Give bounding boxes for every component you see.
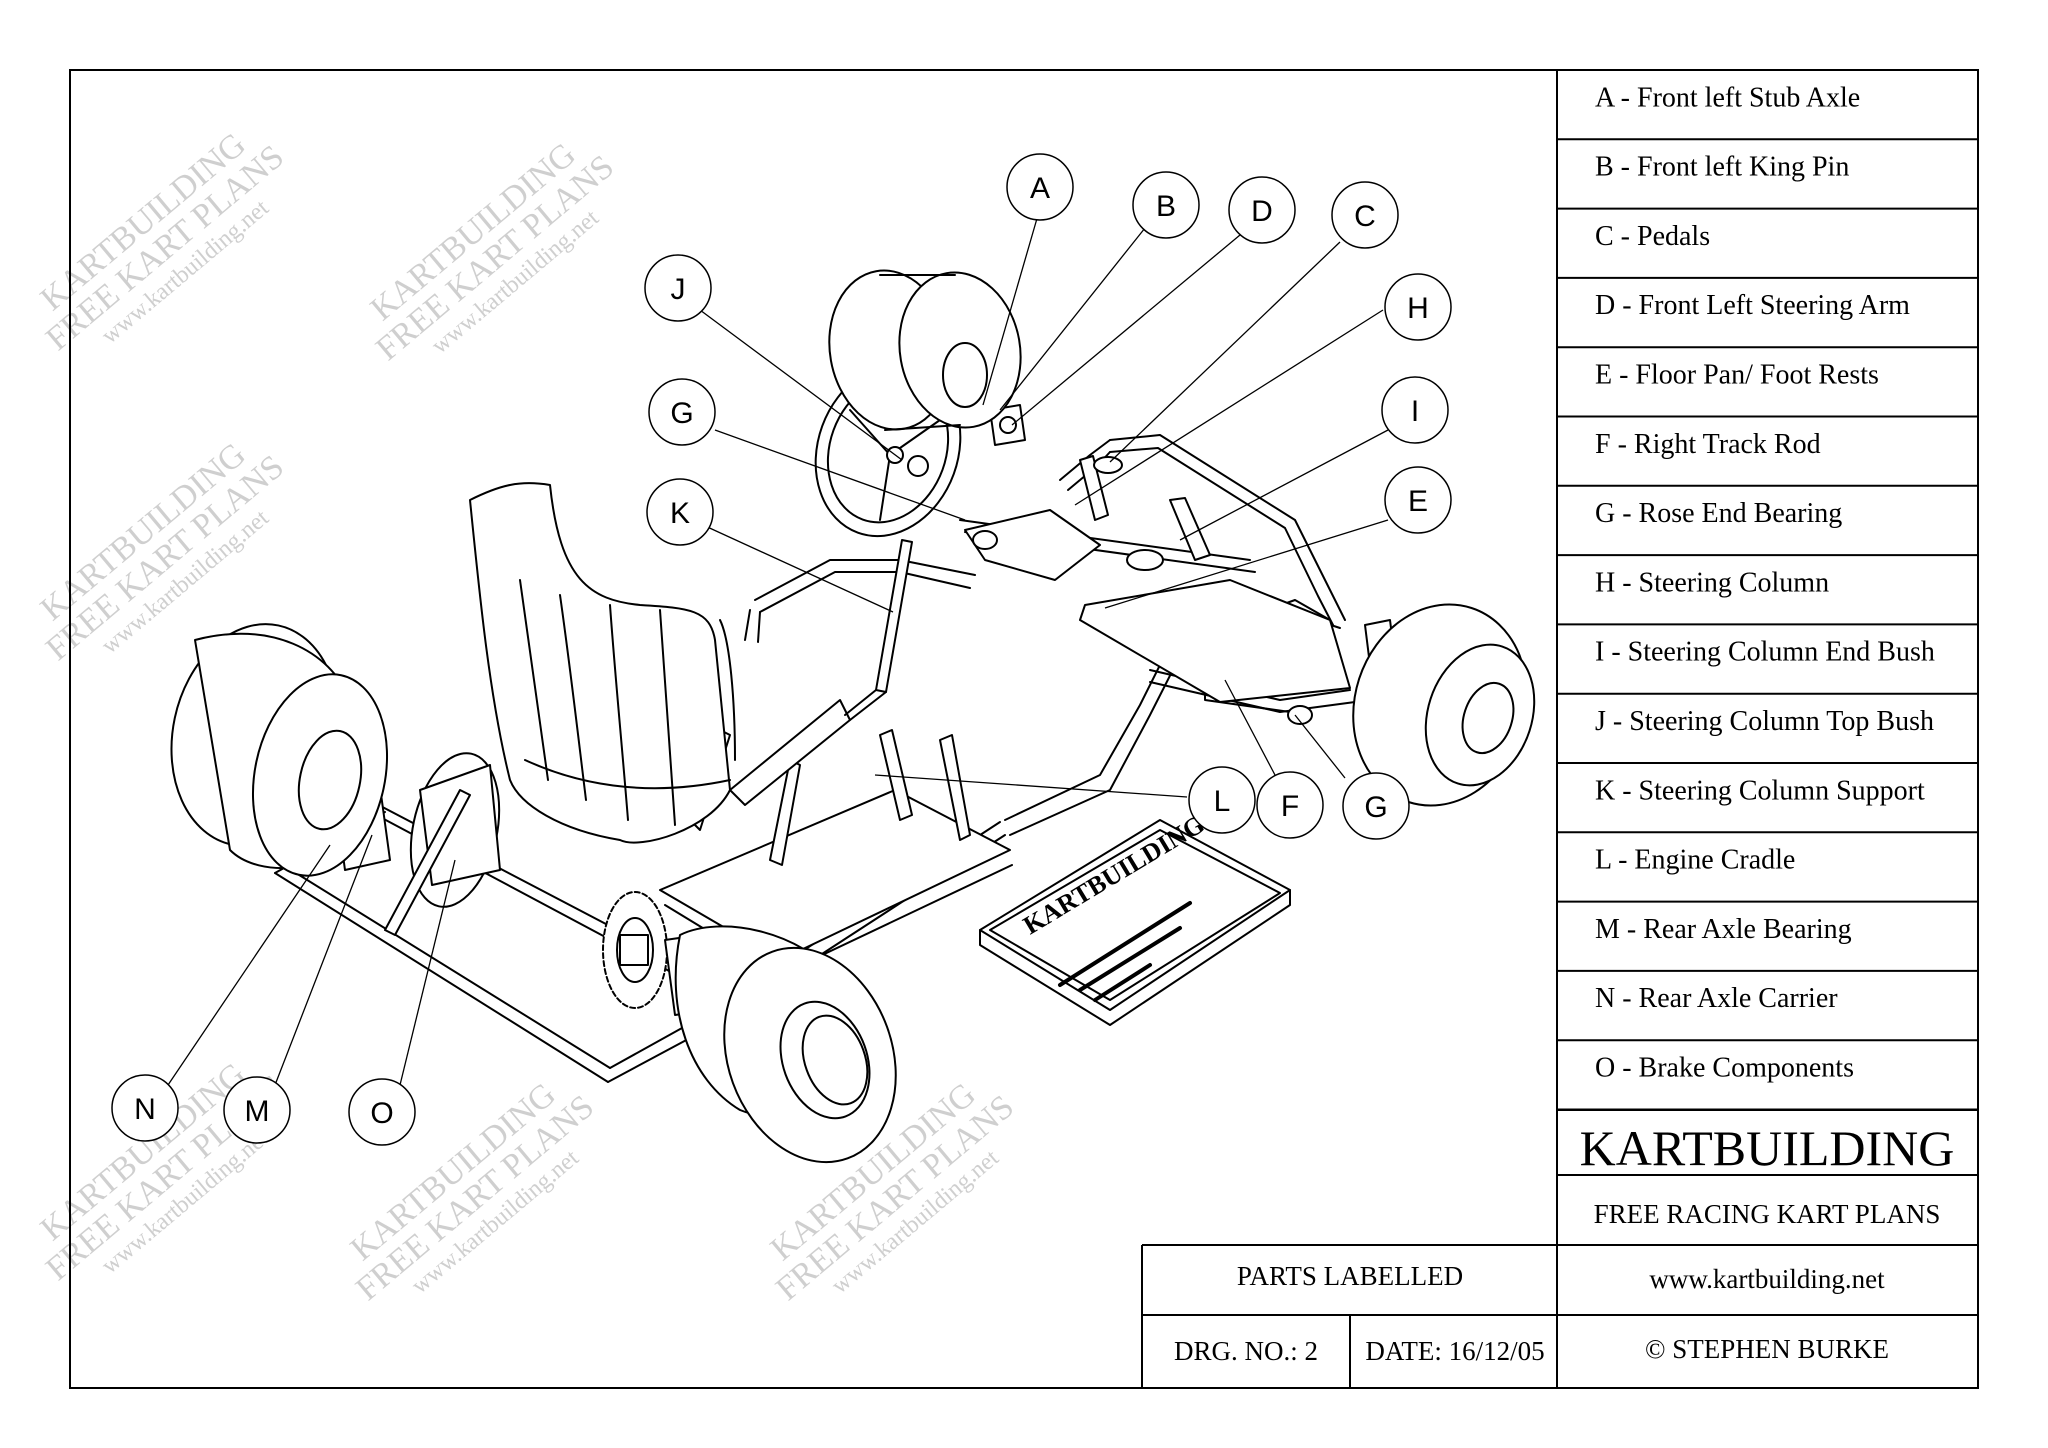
callout-d: D — [1228, 176, 1296, 244]
callout-circle — [1228, 176, 1296, 244]
callout-label: F — [1281, 790, 1299, 823]
callout-h: H — [1384, 273, 1452, 341]
callout-label: M — [245, 1095, 270, 1128]
rear-sprocket — [602, 891, 668, 1009]
callout-label: J — [671, 273, 686, 306]
callout-circle — [1188, 766, 1256, 834]
legend-item: H - Steering Column — [1595, 567, 1829, 598]
callout-circle — [1256, 771, 1324, 839]
callout-c: C — [1331, 181, 1399, 249]
legend-item: I - Steering Column End Bush — [1595, 637, 1935, 668]
drawing-title: PARTS LABELLED — [1237, 1261, 1463, 1291]
front-left-wheel — [828, 269, 1022, 431]
parts-legend: A - Front left Stub Axle B - Front left K… — [1556, 70, 1978, 1111]
callout-label: B — [1156, 190, 1176, 223]
callout-circle — [111, 1074, 179, 1142]
legend-item: O - Brake Components — [1595, 1053, 1854, 1084]
floor-pan — [1079, 579, 1351, 703]
callout-n: N — [111, 1074, 179, 1142]
drawing-date: DATE: 16/12/05 — [1365, 1336, 1544, 1366]
callout-b: B — [1132, 171, 1200, 239]
callouts: A B D C J H G I K E L F G N M O — [111, 153, 1452, 1146]
callout-circle — [644, 254, 712, 322]
callout-label: N — [134, 1093, 156, 1126]
pedals — [1079, 455, 1211, 571]
rear-right-wheel — [674, 925, 897, 1164]
legend-item: D - Front Left Steering Arm — [1595, 290, 1910, 321]
callout-circle — [1384, 273, 1452, 341]
callout-circle — [1132, 171, 1200, 239]
company-name: KARTBUILDING — [1580, 1120, 1955, 1176]
legend-item: K - Steering Column Support — [1595, 775, 1925, 806]
callout-label: D — [1251, 195, 1273, 228]
brake-disc — [384, 752, 501, 936]
title-block — [1141, 1109, 1978, 1388]
legend-item: A - Front left Stub Axle — [1595, 82, 1860, 113]
legend-item: F - Right Track Rod — [1595, 429, 1821, 460]
legend-item: M - Rear Axle Bearing — [1595, 914, 1852, 945]
callout-label: G — [1364, 791, 1387, 824]
rear-left-wheel — [170, 623, 389, 877]
legend-item: L - Engine Cradle — [1595, 845, 1795, 876]
floor-pan-front — [964, 509, 1101, 581]
legend-item: C - Pedals — [1595, 221, 1710, 252]
callout-label: H — [1407, 292, 1429, 325]
callout-g: G — [648, 378, 716, 446]
drawing-number: DRG. NO.: 2 — [1174, 1336, 1318, 1366]
callout-label: I — [1411, 395, 1419, 428]
callout-i: I — [1381, 376, 1449, 444]
seat — [469, 482, 851, 844]
callout-e: E — [1384, 466, 1452, 534]
callout-circle — [1384, 466, 1452, 534]
legend-item: J - Steering Column Top Bush — [1595, 706, 1934, 737]
watermark-text: FREE KART PLANS — [369, 148, 621, 368]
callout-label: C — [1354, 200, 1376, 233]
callout-f: F — [1256, 771, 1324, 839]
callout-circle — [648, 378, 716, 446]
callout-j: J — [644, 254, 712, 322]
callout-circle — [1342, 772, 1410, 840]
callout-label: L — [1214, 785, 1231, 818]
copyright: © STEPHEN BURKE — [1645, 1334, 1889, 1364]
watermark-text: FREE KART PLANS — [39, 138, 291, 358]
legend-item: N - Rear Axle Carrier — [1595, 983, 1838, 1014]
company-subtitle: FREE RACING KART PLANS — [1594, 1199, 1941, 1229]
website: www.kartbuilding.net — [1649, 1264, 1885, 1294]
callout-label: A — [1030, 172, 1050, 205]
drawing-border — [69, 69, 1979, 1389]
callout-label: G — [670, 397, 693, 430]
callout-m: M — [223, 1076, 291, 1144]
callout-circle — [223, 1076, 291, 1144]
callout-a: A — [1006, 153, 1074, 221]
callout-circle — [348, 1078, 416, 1146]
callout-circle — [1381, 376, 1449, 444]
legend-item: G - Rose End Bearing — [1595, 498, 1842, 529]
front-right-wheel — [1352, 603, 1536, 807]
callout-label: K — [670, 497, 690, 530]
callout-l: L — [1188, 766, 1256, 834]
callout-circle — [1331, 181, 1399, 249]
callout-o: O — [348, 1078, 416, 1146]
callout-k: K — [646, 478, 714, 546]
legend-item: E - Floor Pan/ Foot Rests — [1595, 360, 1879, 391]
kart-illustration: KARTBUILDING — [170, 269, 1536, 1164]
accessory-tray: KARTBUILDING — [979, 809, 1291, 1026]
callout-label: O — [370, 1097, 393, 1130]
leader-lines — [167, 214, 1389, 1086]
callout-circle — [646, 478, 714, 546]
callout-circle — [1006, 153, 1074, 221]
callout-g: G — [1342, 772, 1410, 840]
callout-label: E — [1408, 485, 1428, 518]
title-block-text: KARTBUILDING FREE RACING KART PLANS PART… — [1174, 1120, 1954, 1366]
legend-item: B - Front left King Pin — [1595, 152, 1849, 183]
